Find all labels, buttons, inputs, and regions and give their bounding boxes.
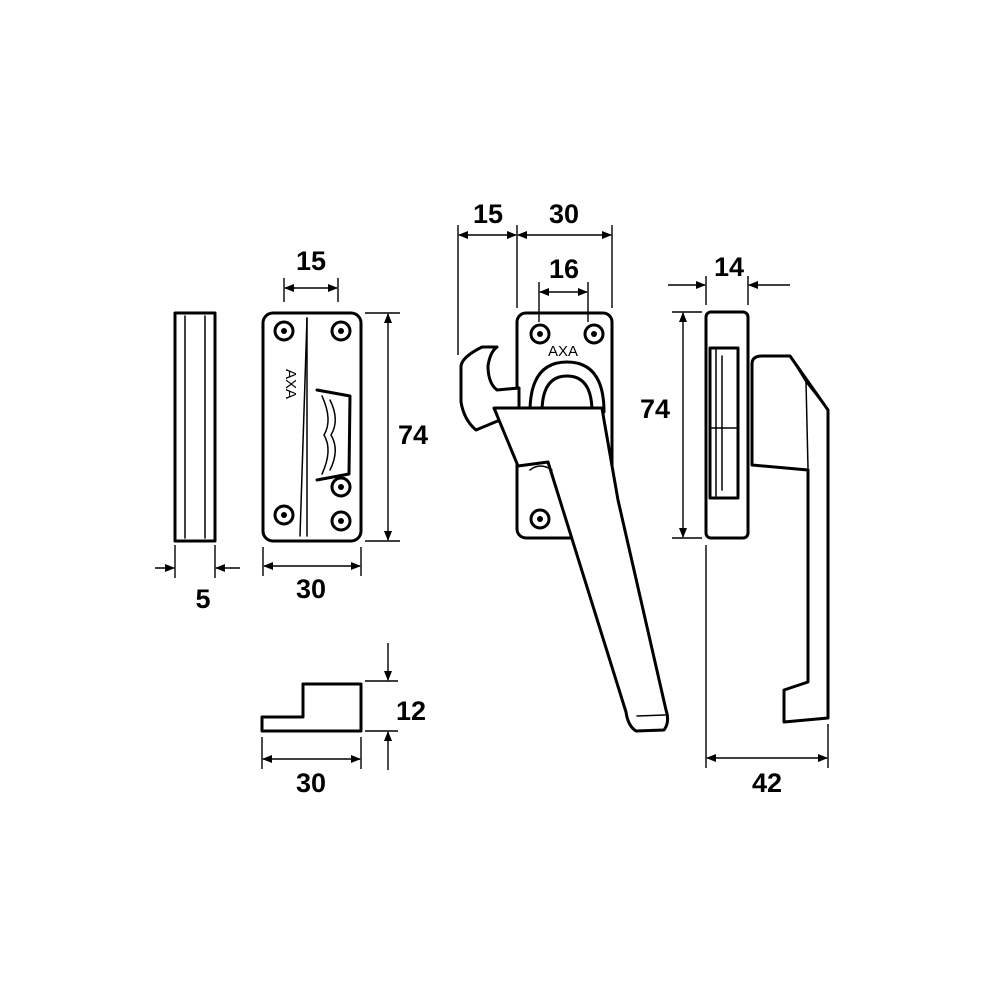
keeper-plate: AXA (261, 311, 363, 543)
screw-hole (330, 476, 352, 498)
dimension-label-spacer-thickness: 5 (195, 584, 210, 614)
dimension-label-side-plate-depth: 14 (714, 252, 744, 282)
screw-hole (529, 323, 551, 345)
dimension-handle-offset: 15 (457, 199, 518, 355)
handle-brand-logo: AXA (548, 343, 578, 360)
screw-hole (529, 508, 551, 530)
dimension-hole-spacing: 16 (538, 254, 589, 322)
dimension-wedge-height: 12 (365, 643, 426, 770)
screw-hole (330, 320, 352, 342)
dimension-keeper-height: 74 (365, 312, 428, 542)
dimension-label-hole-spacing: 16 (549, 254, 579, 284)
dimension-spacer-thickness: 5 (155, 545, 240, 614)
screw-hole (583, 323, 605, 345)
screw-hole (330, 510, 352, 532)
dimension-label-handle-plate-width: 30 (549, 199, 579, 229)
dimension-label-wedge-width: 30 (296, 768, 326, 798)
dimension-keeper-inner-width: 15 (283, 246, 339, 302)
wedge-piece (260, 682, 363, 733)
dimension-keeper-width: 30 (262, 547, 362, 604)
handle-side-view (704, 310, 830, 724)
dimension-label-keeper-width: 30 (296, 574, 326, 604)
dimension-label-handle-offset: 15 (473, 199, 503, 229)
dimension-side-plate-depth: 14 (668, 252, 790, 305)
dimension-label-wedge-height: 12 (396, 696, 426, 726)
dimension-label-handle-projection: 42 (752, 768, 782, 798)
dimension-handle-plate-width: 30 (517, 199, 613, 308)
dimension-label-keeper-inner-width: 15 (296, 246, 326, 276)
dimension-label-keeper-height: 74 (398, 420, 428, 450)
keeper-brand-logo: AXA (282, 369, 299, 399)
screw-hole (273, 504, 295, 526)
dimension-side-plate-height: 74 (640, 311, 702, 539)
screw-hole (273, 320, 295, 342)
spacer-strip (173, 311, 217, 543)
dimension-label-side-plate-height: 74 (640, 394, 670, 424)
handle-front-view: AXA (459, 311, 670, 733)
dimension-wedge-width: 30 (261, 737, 362, 798)
dimension-handle-projection: 42 (705, 545, 829, 798)
